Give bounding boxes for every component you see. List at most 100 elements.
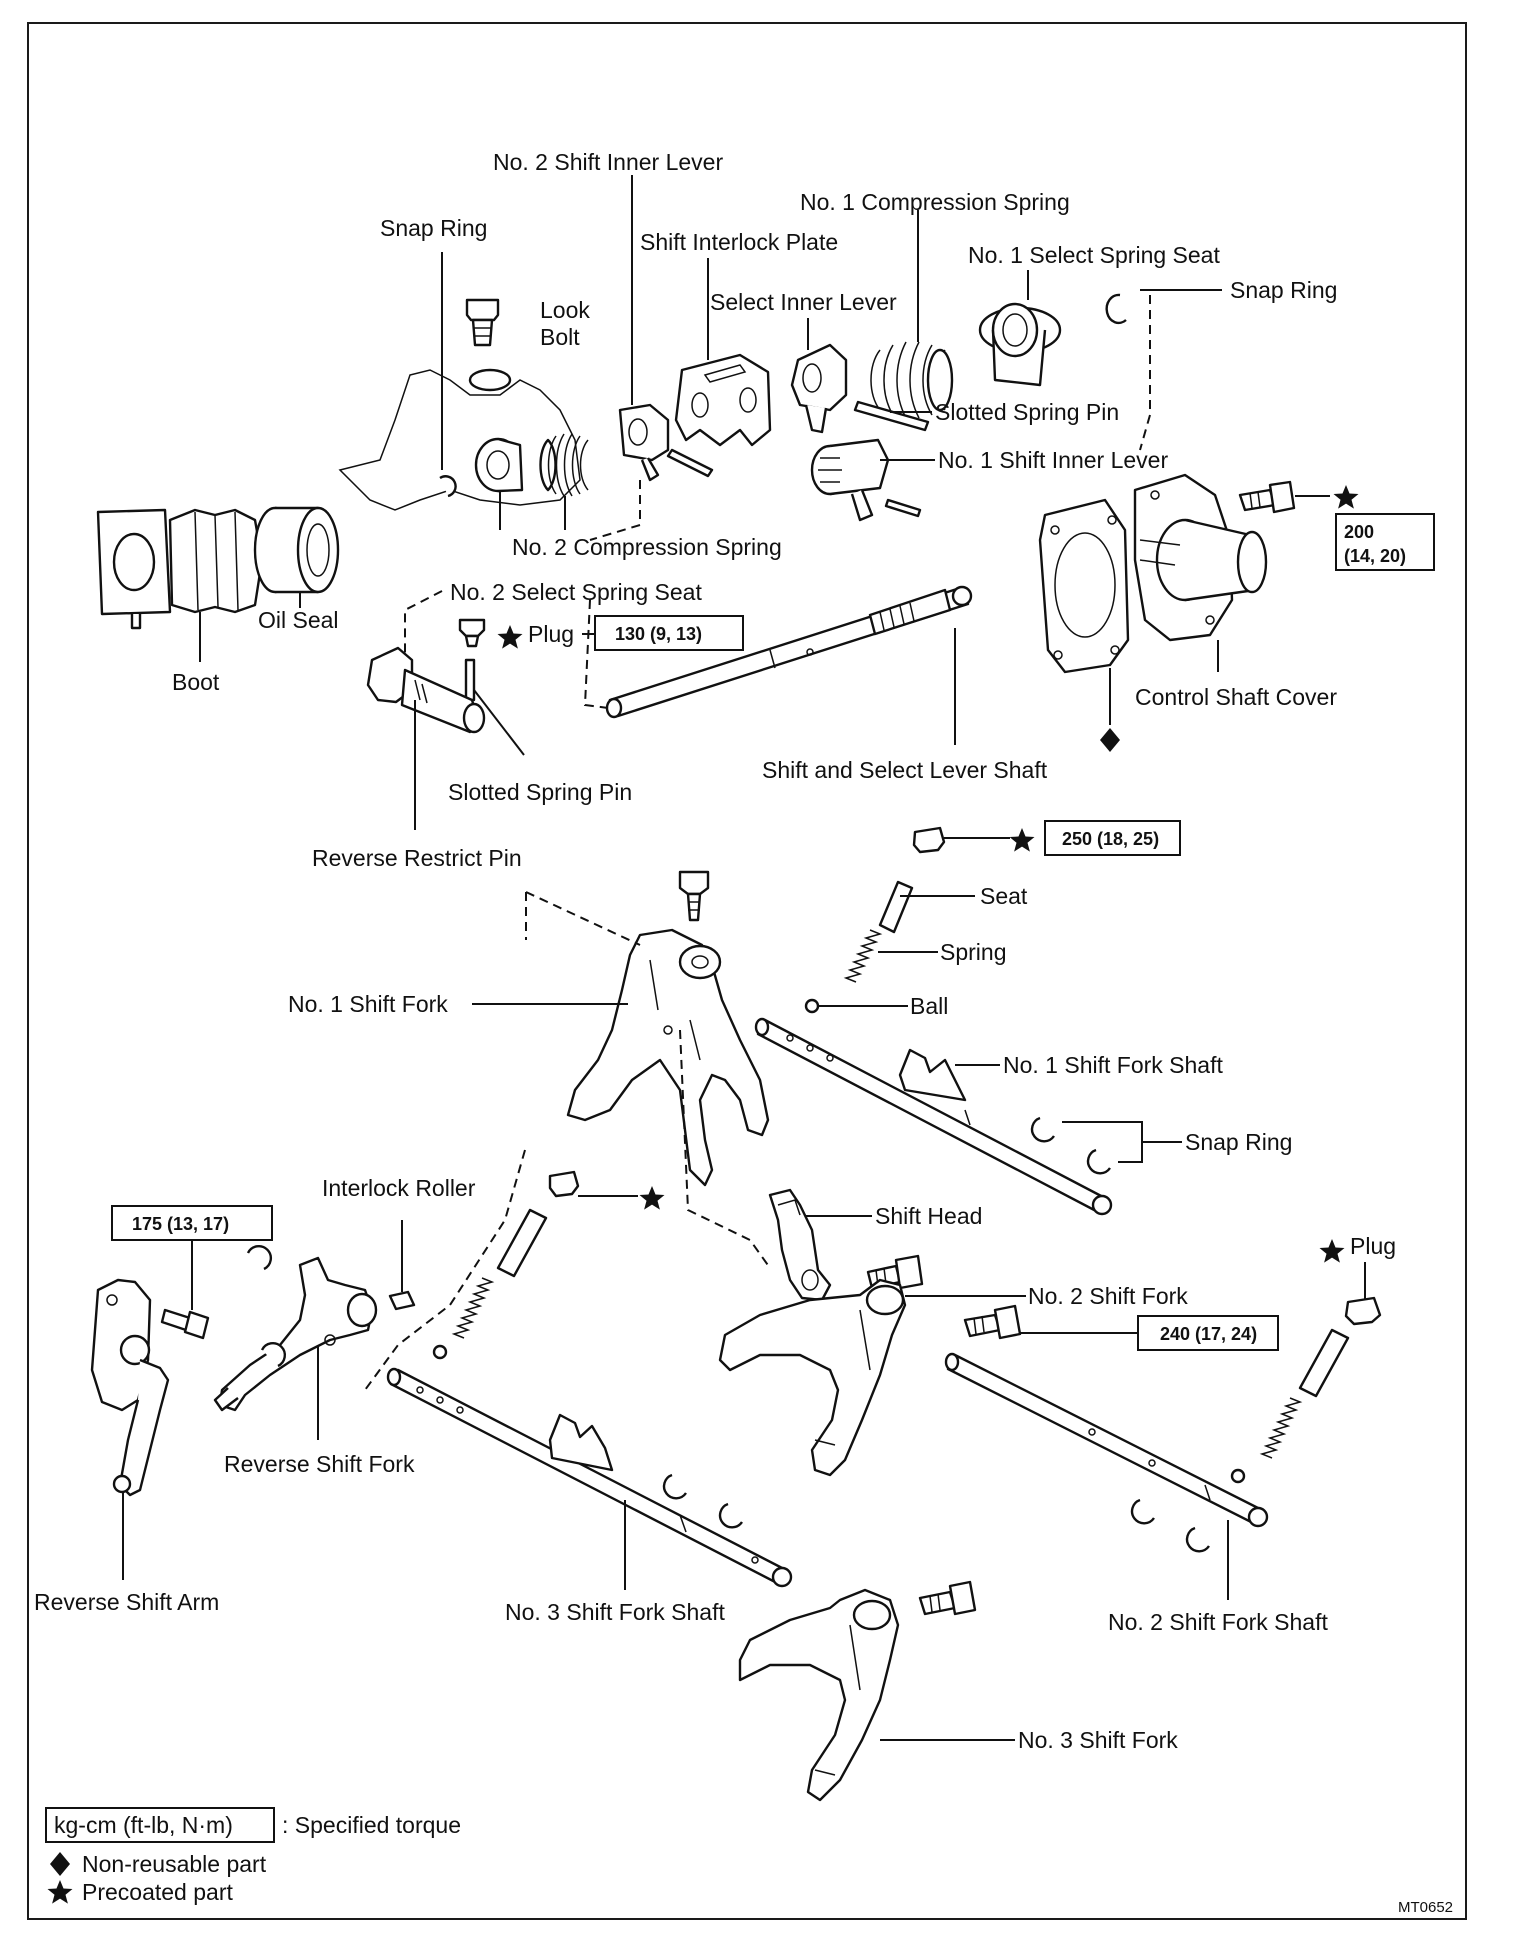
ball-right-part	[1230, 1468, 1246, 1484]
label-no2-compression-spring: No. 2 Compression Spring	[512, 534, 782, 560]
torque-240: 240 (17, 24)	[1160, 1324, 1257, 1344]
torque-200-line1: 200	[1344, 522, 1374, 542]
snap-ring-mid-bracket	[1062, 1121, 1182, 1163]
snap-ring-no2-1	[1130, 1498, 1155, 1525]
no2-select-spring-seat-dashed	[404, 590, 443, 660]
lock-bolt-part	[465, 298, 500, 347]
no1-shift-inner-lever-part	[810, 438, 922, 522]
spring-left-part	[451, 1277, 495, 1339]
control-shaft-cover-gasket-part	[1038, 498, 1130, 674]
label-plug-mid: Plug	[528, 621, 574, 647]
label-no1-shift-fork-shaft: No. 1 Shift Fork Shaft	[1003, 1052, 1223, 1078]
snap-ring-top-right-part	[1105, 293, 1127, 325]
label-no2-shift-fork: No. 2 Shift Fork	[1028, 1283, 1188, 1309]
seat-right-part	[1298, 1328, 1350, 1398]
no3-shift-fork-part	[738, 1588, 900, 1802]
ball-left-part	[432, 1344, 448, 1360]
no2-shift-inner-lever-dashed	[589, 480, 641, 541]
slotted-spring-pin-mid-leader	[473, 689, 525, 756]
precoated-star-plug-mid	[497, 625, 523, 649]
seat-part	[878, 880, 914, 934]
legend-specified-torque: : Specified torque	[282, 1812, 461, 1838]
no1-shift-fork-shaft-part	[754, 1017, 1113, 1216]
snap-ring-reverse-1	[246, 1245, 272, 1271]
label-ball: Ball	[910, 993, 948, 1019]
precoated-star-cover-bolt	[1333, 485, 1359, 509]
figure-code: MT0652	[1398, 1899, 1453, 1916]
label-no1-compression-spring: No. 1 Compression Spring	[800, 189, 1070, 215]
label-reverse-shift-arm: Reverse Shift Arm	[34, 1589, 219, 1615]
label-snap-ring-mid: Snap Ring	[1185, 1129, 1292, 1155]
interlock-roller-part	[388, 1290, 416, 1311]
label-look: Look	[540, 297, 590, 323]
non-reusable-diamond-gasket	[1100, 728, 1120, 752]
no1-shift-fork-part	[566, 928, 770, 1187]
legend-diamond-icon	[50, 1852, 70, 1876]
no1-compression-spring-part	[870, 341, 954, 419]
label-no2-select-spring-seat: No. 2 Select Spring Seat	[450, 579, 702, 605]
torque-box-250	[1044, 820, 1181, 856]
precoated-star-plug-right	[1319, 1239, 1345, 1263]
label-shift-head: Shift Head	[875, 1203, 982, 1229]
snap-ring-top-left-part	[439, 475, 457, 498]
no2-shift-fork-shaft-part	[944, 1352, 1269, 1528]
cover-bolt-part	[1238, 480, 1296, 514]
no2-compression-spring-part	[539, 433, 589, 497]
torque-box-175	[111, 1205, 273, 1241]
torque-box-240	[1137, 1315, 1279, 1351]
label-select-inner-lever: Select Inner Lever	[710, 289, 897, 315]
no1-fork-dashed-top	[525, 891, 641, 946]
no1-fork-bolt-part	[678, 870, 710, 922]
label-no3-shift-fork-shaft: No. 3 Shift Fork Shaft	[505, 1599, 725, 1625]
no3-fork-bolt-part	[918, 1580, 977, 1616]
label-snap-ring-top-right: Snap Ring	[1230, 277, 1337, 303]
label-reverse-restrict-pin: Reverse Restrict Pin	[312, 845, 522, 871]
reverse-restrict-pin-part	[366, 646, 486, 734]
torque-box-130	[594, 615, 744, 651]
shift-head-part	[768, 1188, 832, 1302]
seat-left-part	[496, 1208, 548, 1278]
label-boot: Boot	[172, 669, 220, 695]
label-reverse-shift-fork: Reverse Shift Fork	[224, 1451, 415, 1477]
spring-part	[843, 929, 883, 983]
torque-250: 250 (18, 25)	[1062, 829, 1159, 849]
label-bolt: Bolt	[540, 324, 580, 350]
no2-select-spring-seat-part	[474, 437, 524, 493]
snap-ring-mid-1	[1030, 1116, 1055, 1143]
ball-part	[804, 998, 820, 1014]
legend-precoated: Precoated part	[82, 1879, 233, 1905]
snap-ring-mid-2	[1086, 1148, 1111, 1175]
label-no1-shift-inner-lever: No. 1 Shift Inner Lever	[938, 447, 1168, 473]
no2-shaft-bolt-part	[963, 1304, 1022, 1340]
no3-shift-fork-shaft-part	[386, 1367, 793, 1588]
torque-130: 130 (9, 13)	[615, 624, 702, 644]
no2-shift-fork-part	[718, 1278, 907, 1477]
snap-ring-no3-1	[662, 1473, 687, 1500]
control-shaft-cover-part	[1133, 473, 1268, 642]
label-snap-ring-top-left: Snap Ring	[380, 215, 487, 241]
reverse-shift-fork-part	[213, 1256, 378, 1412]
no2-shift-inner-lever-part	[618, 403, 670, 482]
torque-175: 175 (13, 17)	[132, 1214, 229, 1234]
label-seat: Seat	[980, 883, 1028, 909]
label-shift-interlock-plate: Shift Interlock Plate	[640, 229, 838, 255]
reverse-arm-bolt-part	[160, 1308, 210, 1340]
legend-unit-text: kg-cm (ft-lb, N·m)	[54, 1812, 233, 1838]
label-interlock-roller: Interlock Roller	[322, 1175, 476, 1201]
label-no3-shift-fork: No. 3 Shift Fork	[1018, 1727, 1178, 1753]
bolt-washer-part	[468, 368, 512, 392]
precoated-star-plug-left	[639, 1186, 665, 1210]
label-plug-right: Plug	[1350, 1233, 1396, 1259]
plug-left-part	[548, 1170, 580, 1198]
snap-ring-reverse-2	[260, 1342, 286, 1368]
shift-interlock-plate-part	[666, 353, 772, 478]
label-oil-seal: Oil Seal	[258, 607, 339, 633]
legend-unit-box	[45, 1807, 275, 1843]
spring-right-part	[1259, 1397, 1303, 1459]
shift-select-lever-shaft-part	[605, 585, 973, 719]
legend-non-reusable: Non-reusable part	[82, 1851, 267, 1877]
shift-housing-outline	[338, 369, 581, 511]
boot-part	[96, 508, 264, 630]
label-slotted-spring-pin-mid: Slotted Spring Pin	[448, 779, 632, 805]
